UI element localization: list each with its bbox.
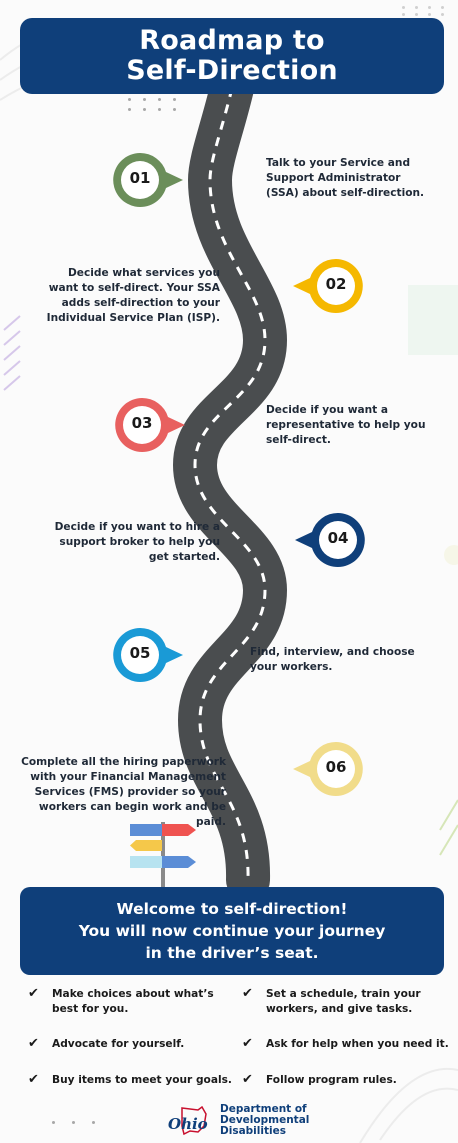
checklist-item: ✔ Make choices about what’s best for you… (28, 986, 214, 1016)
welcome-line-3: in the driver’s seat. (145, 944, 319, 962)
map-pin-icon (115, 397, 185, 452)
ohio-wordmark: Ohio (168, 1114, 208, 1133)
welcome-banner: Welcome to self-direction! You will now … (20, 887, 444, 975)
map-pin-icon (295, 512, 365, 567)
ohio-logo-mark: Ohio (168, 1105, 214, 1136)
ohio-dodd-logo: Ohio Department of Developmental Disabil… (168, 1104, 309, 1137)
step-06-marker: 06 (290, 741, 366, 797)
step-05-marker: 05 (110, 627, 186, 683)
checklist-item: ✔ Buy items to meet your goals. (28, 1072, 232, 1087)
decorative-dots-top (402, 6, 450, 16)
step-03-text: Decide if you want a representative to h… (266, 404, 426, 446)
step-number: 05 (129, 644, 151, 662)
ohio-state-outline-icon (181, 1105, 207, 1135)
checklist-item: ✔ Set a schedule, train your workers, an… (242, 986, 421, 1016)
step-number: 03 (131, 414, 153, 432)
checkmark-icon: ✔ (242, 986, 253, 1001)
step-01-marker: 01 (110, 152, 186, 208)
map-pin-icon (293, 258, 363, 313)
step-03-marker: 03 (112, 397, 188, 453)
checkmark-icon: ✔ (28, 986, 39, 1001)
map-pin-icon (113, 627, 183, 682)
map-pin-icon (113, 152, 183, 207)
checkmark-icon: ✔ (242, 1036, 253, 1051)
step-05-text: Find, interview, and choose your workers… (250, 646, 415, 673)
welcome-line-2: You will now continue your journey (78, 922, 386, 940)
map-pin-icon (293, 741, 363, 796)
decorative-dots-bottom (52, 1121, 107, 1124)
logo-text: Department of Developmental Disabilities (220, 1103, 310, 1137)
checkmark-icon: ✔ (28, 1072, 39, 1087)
step-04-text: Decide if you want to hire a support bro… (54, 521, 220, 563)
title-line-1: Roadmap to (139, 25, 325, 56)
step-01-text: Talk to your Service and Support Adminis… (266, 157, 425, 199)
signpost-icon (130, 822, 196, 888)
step-number: 01 (129, 169, 151, 187)
step-02-text: Decide what services you want to self-di… (46, 267, 220, 324)
decorative-dots (128, 98, 181, 111)
step-02-marker: 02 (290, 258, 366, 314)
checklist-item: ✔ Follow program rules. (242, 1072, 397, 1087)
checklist-item: ✔ Ask for help when you need it. (242, 1036, 449, 1051)
title-banner: Roadmap to Self-Direction (20, 18, 444, 94)
title-line-2: Self-Direction (126, 55, 338, 86)
welcome-line-1: Welcome to self-direction! (116, 900, 348, 918)
step-number: 06 (325, 758, 347, 776)
step-number: 02 (325, 275, 347, 293)
checkmark-icon: ✔ (28, 1036, 39, 1051)
step-04-marker: 04 (292, 512, 368, 568)
checklist-item: ✔ Advocate for yourself. (28, 1036, 185, 1051)
step-06-text: Complete all the hiring paperwork with y… (21, 756, 226, 828)
step-number: 04 (327, 529, 349, 547)
checkmark-icon: ✔ (242, 1072, 253, 1087)
